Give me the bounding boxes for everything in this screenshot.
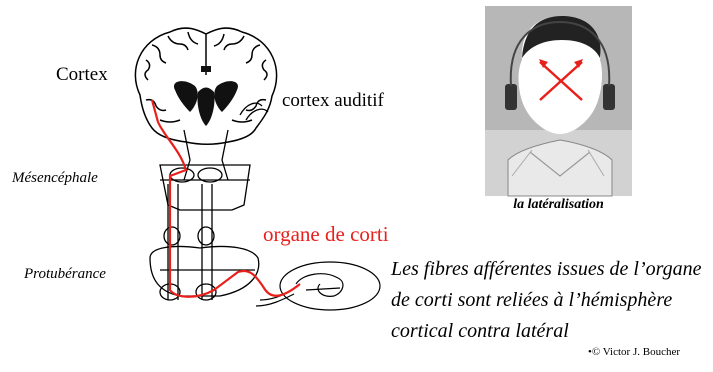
cochlea	[256, 262, 380, 310]
photo	[485, 6, 632, 196]
auditory-cortex-label: cortex auditif	[282, 90, 384, 112]
midbrain-label: Mésencéphale	[12, 170, 98, 187]
copyright-credit: •© Victor J. Boucher	[588, 346, 680, 358]
pons-label: Protubérance	[24, 266, 106, 283]
brain-coronal-section	[135, 28, 276, 144]
cortex-label: Cortex	[56, 64, 108, 86]
photo-caption: la latéralisation	[485, 197, 632, 213]
afferent-pathway	[152, 100, 300, 297]
description-text: Les fibres afférentes issues de l’organe…	[391, 254, 709, 347]
brainstem-structures	[150, 103, 268, 300]
organ-of-corti-label: organe de corti	[263, 222, 389, 247]
